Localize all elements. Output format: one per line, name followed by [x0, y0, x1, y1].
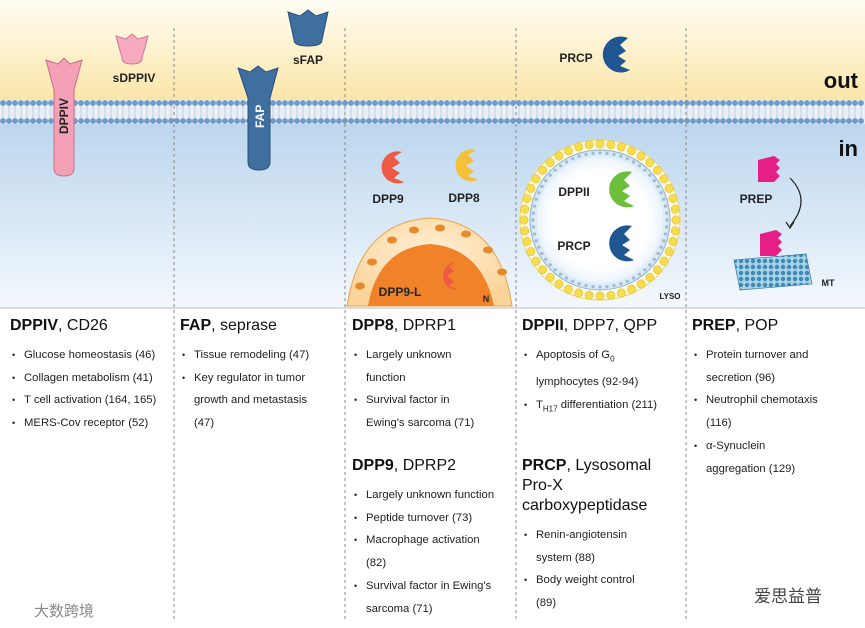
panel-dppiv: DPPIV, CD26 Glucose homeostasis (46) Col…: [10, 316, 172, 435]
list-item: Peptide turnover (73): [354, 507, 516, 530]
mt-label: MT: [822, 278, 835, 288]
sdppiv-label: sDPPIV: [113, 71, 156, 85]
panel-dpp9: DPP9, DPRP2 Largely unknown function Pep…: [352, 456, 516, 620]
dppiv-label: DPPIV: [57, 98, 71, 134]
sdppiv-protein: sDPPIV: [113, 33, 156, 85]
panel-dpp8-title: DPP8, DPRP1: [352, 317, 457, 334]
list-item: TH17 differentiation (211): [524, 394, 684, 421]
dpp9-label: DPP9: [372, 192, 404, 206]
panel-fap-title: FAP, seprase: [180, 317, 277, 334]
panel-dpp9-list: Largely unknown function Peptide turnove…: [352, 484, 516, 620]
panel-dpp9-title: DPP9, DPRP2: [352, 457, 457, 474]
dpp8-protein: DPP8: [448, 149, 480, 205]
lysosome: DPPII PRCP LYSO: [519, 139, 681, 301]
panel-fap-list: Tissue remodeling (47) Key regulator in …: [180, 344, 342, 435]
list-item: MERS-Cov receptor (52): [12, 412, 172, 435]
panel-fap: FAP, seprase Tissue remodeling (47) Key …: [180, 316, 342, 435]
panel-dppii-title: DPPII, DPP7, QPP: [522, 317, 658, 334]
list-item: T cell activation (164, 165): [12, 389, 172, 412]
dpp8-label: DPP8: [448, 191, 480, 205]
sfap-label: sFAP: [293, 53, 323, 67]
nucleus-label: N: [483, 294, 490, 304]
panel-dppii: DPPII, DPP7, QPP Apoptosis of G0lymphocy…: [522, 316, 684, 421]
list-item: Glucose homeostasis (46): [12, 344, 172, 367]
panel-dppiv-list: Glucose homeostasis (46) Collagen metabo…: [10, 344, 172, 435]
dpp9-protein: DPP9: [372, 151, 404, 206]
prcp-extracellular-protein: PRCP: [559, 36, 630, 73]
prcp-out-label: PRCP: [559, 51, 592, 65]
dpp9l-label: DPP9-L: [379, 285, 422, 299]
list-item: Neutrophil chemotaxis(116): [694, 389, 857, 434]
dppii-label: DPPII: [558, 185, 589, 199]
lyso-label: LYSO: [659, 292, 680, 301]
prcp-lyso-label: PRCP: [557, 239, 590, 253]
prep-protein: PREP MT: [733, 156, 835, 291]
panel-dppiv-title: DPPIV, CD26: [10, 317, 108, 334]
list-item: Collagen metabolism (41): [12, 367, 172, 390]
out-label: out: [824, 68, 859, 93]
dppiv-protein: DPPIV: [45, 57, 83, 177]
cell-membrane: [0, 100, 865, 124]
panel-prep: PREP, POP Protein turnover andsecretion …: [692, 316, 857, 480]
watermark-left: 大数跨境: [34, 603, 95, 620]
list-item: Macrophage activation(82): [354, 529, 516, 574]
fap-protein: FAP: [237, 65, 279, 171]
watermark-right: 爱思益普: [754, 587, 822, 606]
in-label: in: [838, 136, 858, 161]
fap-label: FAP: [253, 105, 267, 128]
list-item: Tissue remodeling (47): [182, 344, 342, 367]
panel-prep-title: PREP, POP: [692, 317, 779, 334]
list-item: Body weight control(89): [524, 569, 684, 614]
column-dividers: [173, 28, 687, 620]
sfap-protein: sFAP: [287, 9, 329, 67]
prep-label: PREP: [740, 192, 773, 206]
list-item: Largely unknown function: [354, 484, 516, 507]
cell-nucleus: DPP9-L N: [346, 217, 513, 307]
